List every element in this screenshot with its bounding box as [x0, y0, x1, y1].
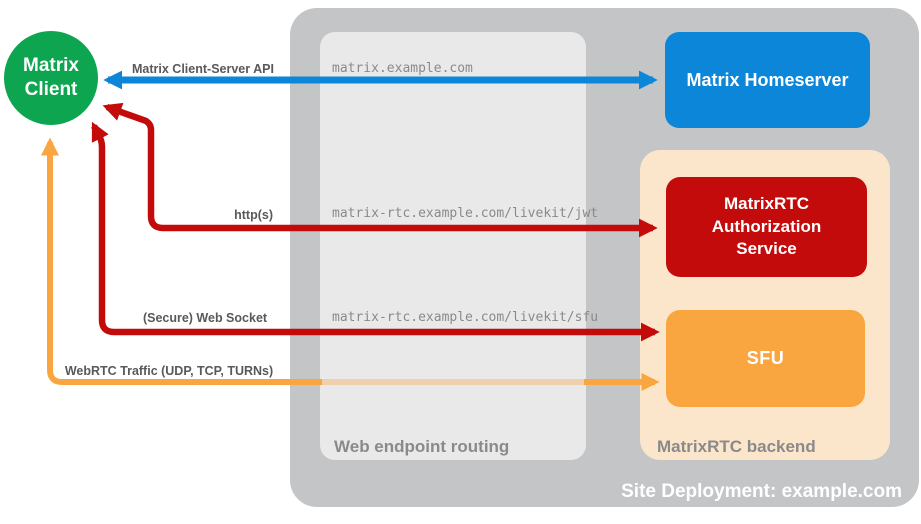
- matrixrtc-backend-caption: MatrixRTC backend: [657, 437, 816, 456]
- matrix-client-label-line1: Matrix: [23, 55, 79, 77]
- sfu-node: SFU: [666, 310, 865, 407]
- matrix-client-label-line2: Client: [24, 79, 78, 100]
- site-deployment-caption: Site Deployment: example.com: [621, 481, 902, 502]
- matrix-homeserver-label: Matrix Homeserver: [686, 69, 849, 90]
- client-server-api-arrow-label: Matrix Client-Server API: [132, 62, 274, 76]
- matrixrtc-authorization-service-label: MatrixRTC Authorization Service: [711, 194, 822, 259]
- webrtc-traffic-arrow-label: WebRTC Traffic (UDP, TCP, TURNs): [64, 364, 274, 378]
- endpoint-matrix-example-com: matrix.example.com: [332, 61, 473, 76]
- web-endpoint-routing-caption: Web endpoint routing: [334, 437, 510, 456]
- web-socket-arrow-label: (Secure) Web Socket: [142, 311, 268, 325]
- sfu-label: SFU: [746, 348, 785, 368]
- webrtc-traffic-arrow-start: [41, 137, 323, 385]
- matrix-client-label: Matrix Client: [23, 54, 79, 102]
- matrixrtc-authorization-service-node: MatrixRTC Authorization Service: [666, 177, 867, 277]
- matrix-client-node: Matrix Client: [4, 31, 98, 125]
- web-endpoint-routing-container: [320, 32, 586, 460]
- endpoint-livekit-sfu: matrix-rtc.example.com/livekit/sfu: [332, 310, 599, 325]
- matrix-homeserver-node: Matrix Homeserver: [665, 32, 870, 128]
- endpoint-livekit-jwt: matrix-rtc.example.com/livekit/jwt: [332, 206, 599, 221]
- https-arrow-label: http(s): [234, 208, 273, 222]
